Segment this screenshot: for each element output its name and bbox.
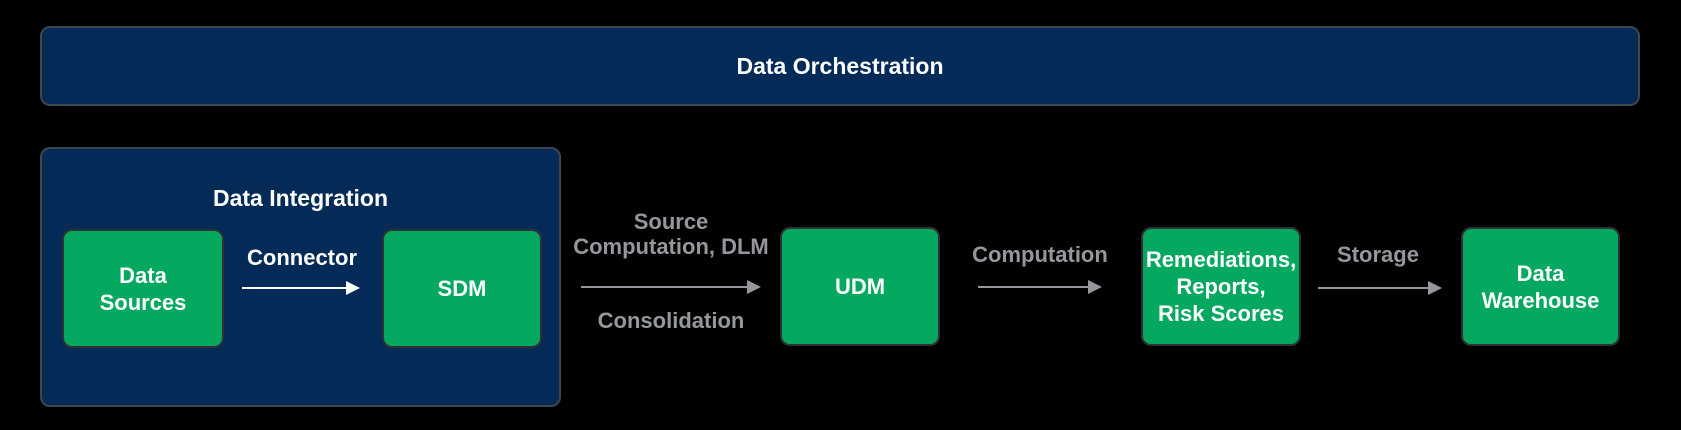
connector-arrow-label: Connector <box>247 245 357 270</box>
sdm-node: SDM <box>382 229 542 348</box>
data-sources-label-line1: Data <box>119 262 167 288</box>
computation-label: Computation <box>972 242 1108 267</box>
data-sources-node: Data Sources <box>62 229 224 348</box>
storage-label: Storage <box>1337 242 1419 267</box>
connector-arrow <box>242 281 360 295</box>
warehouse-label-line2: Warehouse <box>1481 287 1600 313</box>
data-orchestration-banner: Data Orchestration <box>40 26 1640 106</box>
sdm-to-udm-arrow <box>581 280 761 294</box>
udm-node: UDM <box>780 227 940 346</box>
udm-label: UDM <box>834 274 886 299</box>
sdm-to-udm-label-line2: Computation, DLM <box>573 234 769 259</box>
outputs-node: Remediations, Reports, Risk Scores <box>1141 227 1301 346</box>
panel-title: Data Integration <box>212 185 389 211</box>
data-integration-panel: Data Integration Data Sources Connector … <box>40 147 561 407</box>
outputs-label-line2: Reports, <box>1176 274 1266 299</box>
warehouse-label-line1: Data <box>1516 260 1565 286</box>
data-sources-label-line2: Sources <box>99 289 187 315</box>
banner-title: Data Orchestration <box>736 52 944 79</box>
outputs-label-line1: Remediations, <box>1145 247 1297 272</box>
consolidation-label: Consolidation <box>597 308 745 333</box>
outputs-label-line3: Risk Scores <box>1158 301 1284 326</box>
udm-to-outputs-arrow <box>978 280 1102 294</box>
sdm-to-udm-label-line1: Source <box>633 209 709 234</box>
sdm-label: SDM <box>437 276 487 301</box>
data-warehouse-node: Data Warehouse <box>1461 227 1620 346</box>
sdm-to-udm-arrow-label-above: Source Computation, DLM <box>561 209 781 259</box>
outputs-to-warehouse-arrow <box>1318 281 1442 295</box>
